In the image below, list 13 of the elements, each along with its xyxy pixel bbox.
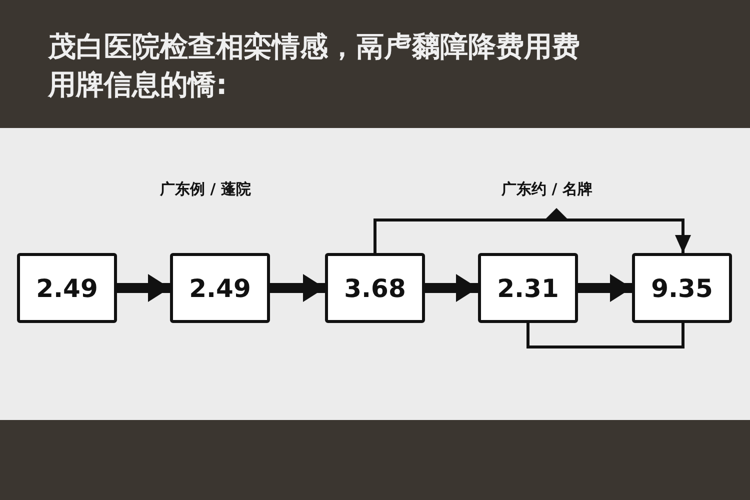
- value-box: 2.49: [17, 253, 117, 323]
- value-box: 2.49: [170, 253, 270, 323]
- arrow: [117, 274, 170, 302]
- value-box: 2.31: [478, 253, 578, 323]
- section-label: 广东例 / 蓬院: [160, 180, 251, 199]
- value-box: 9.35: [632, 253, 732, 323]
- value-box: 3.68: [325, 253, 425, 323]
- title: 茂白医院检查相栾情感，鬲虍黐障降费用费用牌信息的憍:: [48, 29, 581, 103]
- edge-label: 广东约 / 名牌: [502, 180, 592, 199]
- arrow: [425, 274, 478, 302]
- arrow: [578, 274, 632, 302]
- arrow: [374, 208, 691, 253]
- arrow: [270, 274, 325, 302]
